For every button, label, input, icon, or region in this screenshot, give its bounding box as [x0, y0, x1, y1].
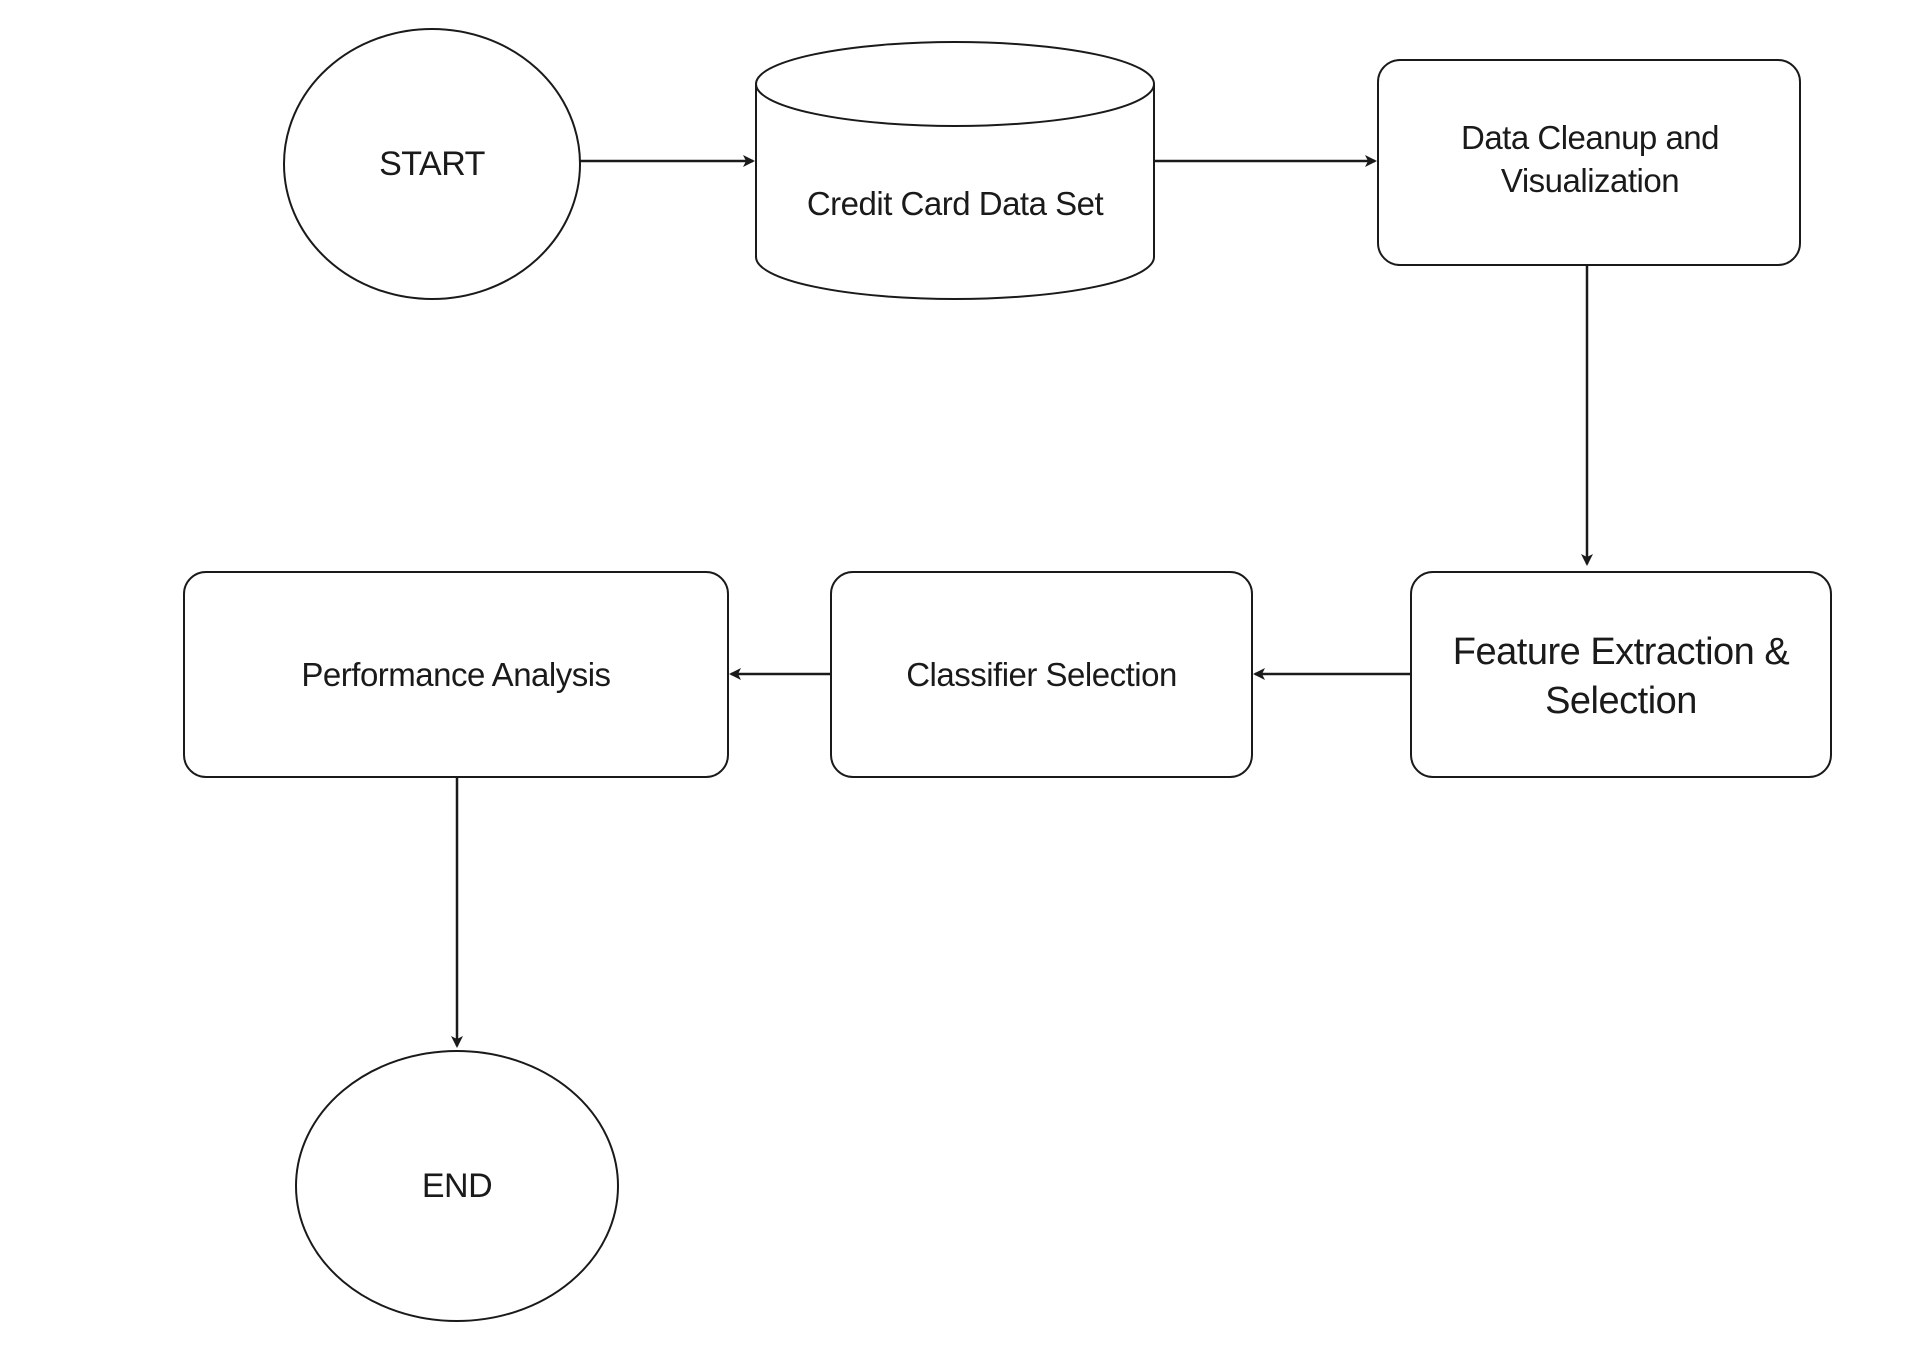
- cleanup-node-shape: [1377, 59, 1801, 266]
- cleanup-node-label: Data Cleanup and Visualization: [1460, 119, 1720, 199]
- dataset-node-shape: [755, 41, 1155, 300]
- dataset-node-label: Credit Card Data Set: [806, 184, 1104, 222]
- performance-node-label: Performance Analysis: [301, 655, 611, 693]
- end-node-shape: [295, 1050, 619, 1322]
- start-node-shape: [283, 28, 581, 300]
- start-node-label: START: [379, 144, 485, 183]
- end-node-label: END: [421, 1166, 493, 1205]
- feature-node-label: Feature Extraction & Selection: [1452, 630, 1790, 722]
- classifier-node-label: Classifier Selection: [906, 655, 1177, 693]
